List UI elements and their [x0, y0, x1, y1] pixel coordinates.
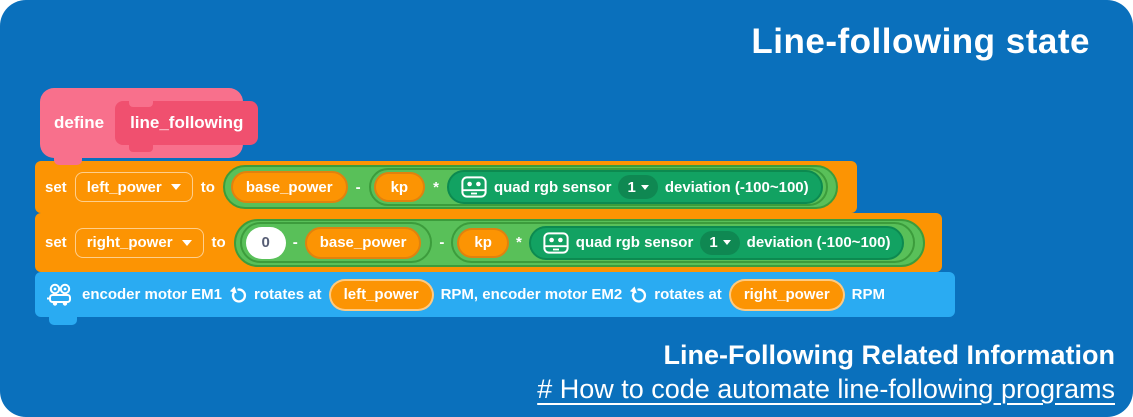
number-value: 0	[261, 234, 270, 251]
motor-label-em2: RPM, encoder motor EM2	[440, 286, 623, 303]
dropdown-value: right_power	[86, 234, 173, 251]
variable-label: kp	[474, 234, 492, 251]
quad-rgb-sensor-deviation-block[interactable]: quad rgb sensor 1 deviation (-100~100)	[446, 170, 823, 204]
set-keyword: set	[45, 234, 67, 251]
rotates-at-label: rotates at	[654, 286, 722, 303]
sensor-label: quad rgb sensor	[575, 234, 694, 251]
chevron-down-icon	[181, 239, 192, 246]
variable-reporter-kp[interactable]: kp	[457, 227, 509, 258]
define-block[interactable]: define line_following	[40, 88, 259, 165]
variable-label: base_power	[245, 178, 333, 196]
rotate-ccw-icon	[629, 286, 647, 304]
variable-reporter-base-power[interactable]: base_power	[304, 226, 422, 259]
sensor-metric-label: deviation (-100~100)	[746, 234, 891, 251]
to-label: to	[211, 234, 226, 251]
variable-label: left_power	[343, 286, 419, 303]
block-notch	[129, 101, 154, 107]
subtract-operator-block-inner[interactable]: 0 - base_power	[239, 222, 433, 263]
rotates-at-label: rotates at	[254, 286, 322, 303]
rotate-ccw-icon	[229, 286, 247, 304]
robot-icon	[45, 282, 75, 307]
to-label: to	[200, 178, 215, 196]
minus-operator: -	[355, 178, 361, 196]
variable-label: right_power	[743, 286, 830, 303]
set-left-power-block[interactable]: set left_power to base_power - kp *	[35, 161, 857, 213]
quad-rgb-sensor-deviation-block[interactable]: quad rgb sensor 1 deviation (-100~100)	[528, 225, 905, 260]
set-keyword: set	[45, 178, 67, 196]
footer-heading: Line-Following Related Information	[663, 339, 1116, 370]
subtract-operator-block-outer[interactable]: 0 - base_power - kp *	[233, 218, 926, 267]
variable-dropdown-right-power[interactable]: right_power	[74, 227, 204, 258]
quad-rgb-sensor-icon	[461, 176, 487, 198]
set-right-power-block[interactable]: set right_power to 0 - base_power - kp *	[35, 213, 942, 279]
define-keyword: define	[54, 113, 105, 132]
sensor-port-dropdown[interactable]: 1	[618, 175, 658, 199]
block-tab	[54, 157, 82, 165]
encoder-motor-block[interactable]: encoder motor EM1 rotates at left_power …	[35, 272, 955, 325]
minus-operator: -	[439, 234, 445, 251]
variable-label: base_power	[319, 234, 407, 251]
footer-link[interactable]: # How to code automate line-following pr…	[537, 374, 1115, 404]
variable-label: kp	[390, 178, 409, 196]
variable-reporter-kp[interactable]: kp	[373, 172, 426, 202]
multiply-operator: *	[515, 234, 522, 251]
multiply-operator-block[interactable]: kp * quad rgb sensor	[368, 168, 828, 206]
motor-label-em1: encoder motor EM1	[82, 286, 223, 303]
dropdown-value: 1	[627, 178, 636, 196]
sensor-metric-label: deviation (-100~100)	[664, 178, 809, 196]
block-tab	[49, 316, 77, 325]
footer: Line-Following Related Information # How…	[537, 339, 1115, 405]
procedure-prototype-block[interactable]: line_following	[115, 101, 259, 152]
variable-dropdown-left-power[interactable]: left_power	[74, 172, 193, 202]
rpm-unit-label: RPM	[851, 286, 885, 303]
variable-reporter-left-power[interactable]: left_power	[328, 278, 434, 311]
chevron-down-icon	[170, 184, 181, 190]
number-input[interactable]: 0	[245, 226, 286, 259]
page-title: Line-following state	[751, 22, 1090, 61]
sensor-port-dropdown[interactable]: 1	[700, 230, 740, 255]
multiply-operator-block[interactable]: kp * quad rgb sensor	[451, 222, 916, 263]
minus-operator: -	[292, 234, 298, 251]
subtract-operator-block[interactable]: base_power - kp *	[222, 165, 838, 209]
quad-rgb-sensor-icon	[543, 231, 569, 254]
procedure-name: line_following	[130, 113, 244, 132]
variable-reporter-right-power[interactable]: right_power	[728, 278, 845, 311]
dropdown-value: left_power	[86, 178, 162, 196]
block-tab	[129, 145, 154, 152]
multiply-operator: *	[433, 178, 439, 196]
dropdown-value: 1	[709, 234, 718, 251]
sensor-label: quad rgb sensor	[493, 178, 612, 196]
chevron-down-icon	[722, 240, 731, 245]
chevron-down-icon	[640, 184, 649, 190]
variable-reporter-base-power[interactable]: base_power	[230, 171, 348, 203]
